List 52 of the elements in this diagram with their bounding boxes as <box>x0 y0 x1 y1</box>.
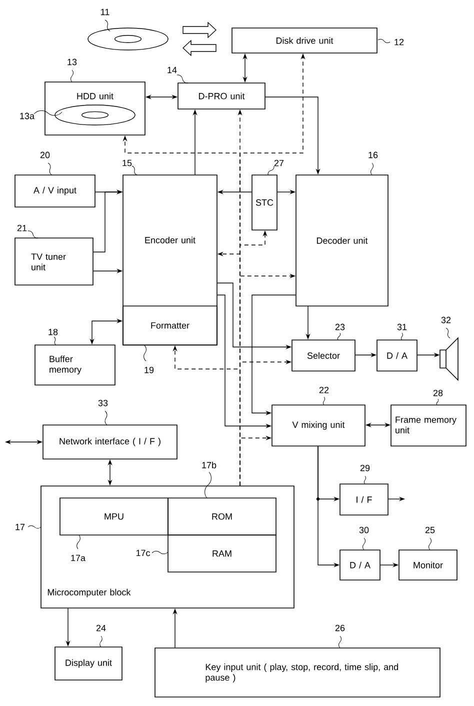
block-box: Formatter <box>122 306 218 346</box>
callout-number: 17 <box>16 524 42 530</box>
hollow-arrow <box>182 40 216 56</box>
callout-number: 30 <box>359 526 369 550</box>
callout-number: 27 <box>268 160 284 176</box>
callout-number: 28 <box>433 390 443 406</box>
block-box: D / A <box>376 340 418 372</box>
block-box: Buffer memory <box>34 344 116 386</box>
callout-number: 16 <box>368 152 378 176</box>
block-box: ROM <box>168 498 276 536</box>
callout-number: 29 <box>360 464 370 484</box>
callout-number: 11 <box>101 8 110 32</box>
block-box: Frame memory unit <box>390 404 466 446</box>
block-box: I / F <box>340 484 388 516</box>
disc-drawing <box>88 28 168 50</box>
callout-number: 18 <box>48 328 58 346</box>
hollow-arrow <box>182 22 217 38</box>
callout-number: 20 <box>40 152 52 176</box>
block-box: Monitor <box>398 550 458 580</box>
block-box: V mixing unit <box>272 404 366 446</box>
disc-drawing <box>54 104 136 126</box>
block-box: Disk drive unit <box>232 28 378 54</box>
block-box: MPU <box>60 498 168 536</box>
callout-number: 32 <box>441 316 451 338</box>
callout-number: 24 <box>96 624 106 648</box>
callout-number: 17c <box>136 550 168 556</box>
callout-number: 14 <box>168 66 188 84</box>
block-box: Display unit <box>54 646 122 680</box>
callout-number: 25 <box>425 526 435 550</box>
block-box: Key input unit ( play, stop, record, time slip, and pause ) <box>154 648 440 698</box>
callout-number: 26 <box>335 624 345 648</box>
callout-number: 21 <box>17 224 38 238</box>
callout-number: 33 <box>98 400 108 426</box>
block-box: D-PRO unit <box>178 82 266 110</box>
callout-number: 17a <box>71 534 86 562</box>
block-box: Network interface ( I / F ) <box>42 424 178 460</box>
block-box: D / A <box>340 550 380 580</box>
callout-number: 31 <box>397 324 407 340</box>
block-box: A / V input <box>14 174 96 208</box>
callout-number: 19 <box>144 344 154 374</box>
callout-number: 22 <box>319 386 329 406</box>
block-box: STC <box>252 174 278 230</box>
block-box: TV tuner unit <box>14 238 94 286</box>
callout-number: 12 <box>378 38 404 46</box>
block-box: Decoder unit <box>296 174 388 306</box>
block-box: HDD unit <box>44 82 146 136</box>
callout-number: 13 <box>68 58 77 82</box>
callout-number: 15 <box>122 160 138 176</box>
speaker-icon <box>440 337 458 381</box>
callout-number: 23 <box>335 324 345 340</box>
block-box: Selector <box>292 340 356 372</box>
block-box: RAM <box>168 534 276 572</box>
